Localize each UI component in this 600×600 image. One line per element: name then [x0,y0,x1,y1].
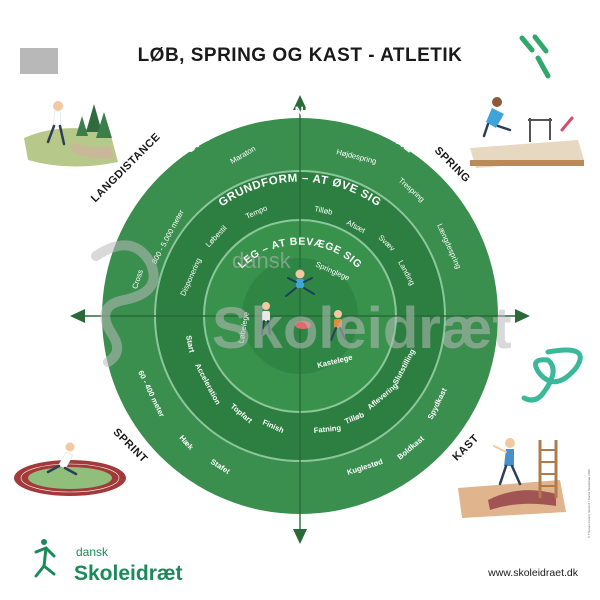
illustration-sprint [14,442,126,496]
watermark-big-text: Skoleidræt [212,296,512,361]
item-tillob-spring: Tilløb [314,204,334,217]
logo-small-text: dansk [76,545,109,559]
credit-text: © Thomas Foskin, Skole 8 / Dansk Skoleid… [587,469,591,538]
watermark: dansk Skoleidræt [91,240,512,367]
arrow-left-icon [70,309,85,323]
brand-logo: dansk Skoleidræt [34,539,183,585]
axes [82,108,518,530]
logo-figure-icon [34,539,56,578]
frisbee-icon [295,321,311,329]
runner-legs-icon [261,320,271,335]
grey-square [20,48,58,74]
illustration-langdistance [24,101,118,167]
item-start: Start [184,335,196,354]
item-fatning: Fatning [313,423,342,435]
jumper-body-icon [296,279,304,288]
website-url[interactable]: www.skoleidraet.dk [487,567,579,579]
center-illustration [261,269,346,341]
watermark-small-text: dansk [232,248,292,273]
runner-body-icon [262,311,270,321]
thrower-head-icon [334,310,342,318]
thrower-body-icon [334,319,342,328]
runner-head-icon [262,302,270,310]
illustration-kast [458,438,566,518]
watermark-figure-icon [91,240,159,367]
jumper-limbs-icon [285,277,315,297]
logo-big-text: Skoleidræt [74,562,183,585]
arrow-up-icon [293,95,307,110]
curl-decoration-icon [521,347,583,403]
decorative-strokes [519,34,551,79]
arrow-right-icon [515,309,530,323]
arrow-down-icon [293,529,307,544]
jumper-head-icon [295,269,305,279]
illustration-spring [470,97,584,168]
thrower-legs-icon [330,327,346,341]
page-title: LØB, SPRING OG KAST - ATLETIK [138,45,463,66]
